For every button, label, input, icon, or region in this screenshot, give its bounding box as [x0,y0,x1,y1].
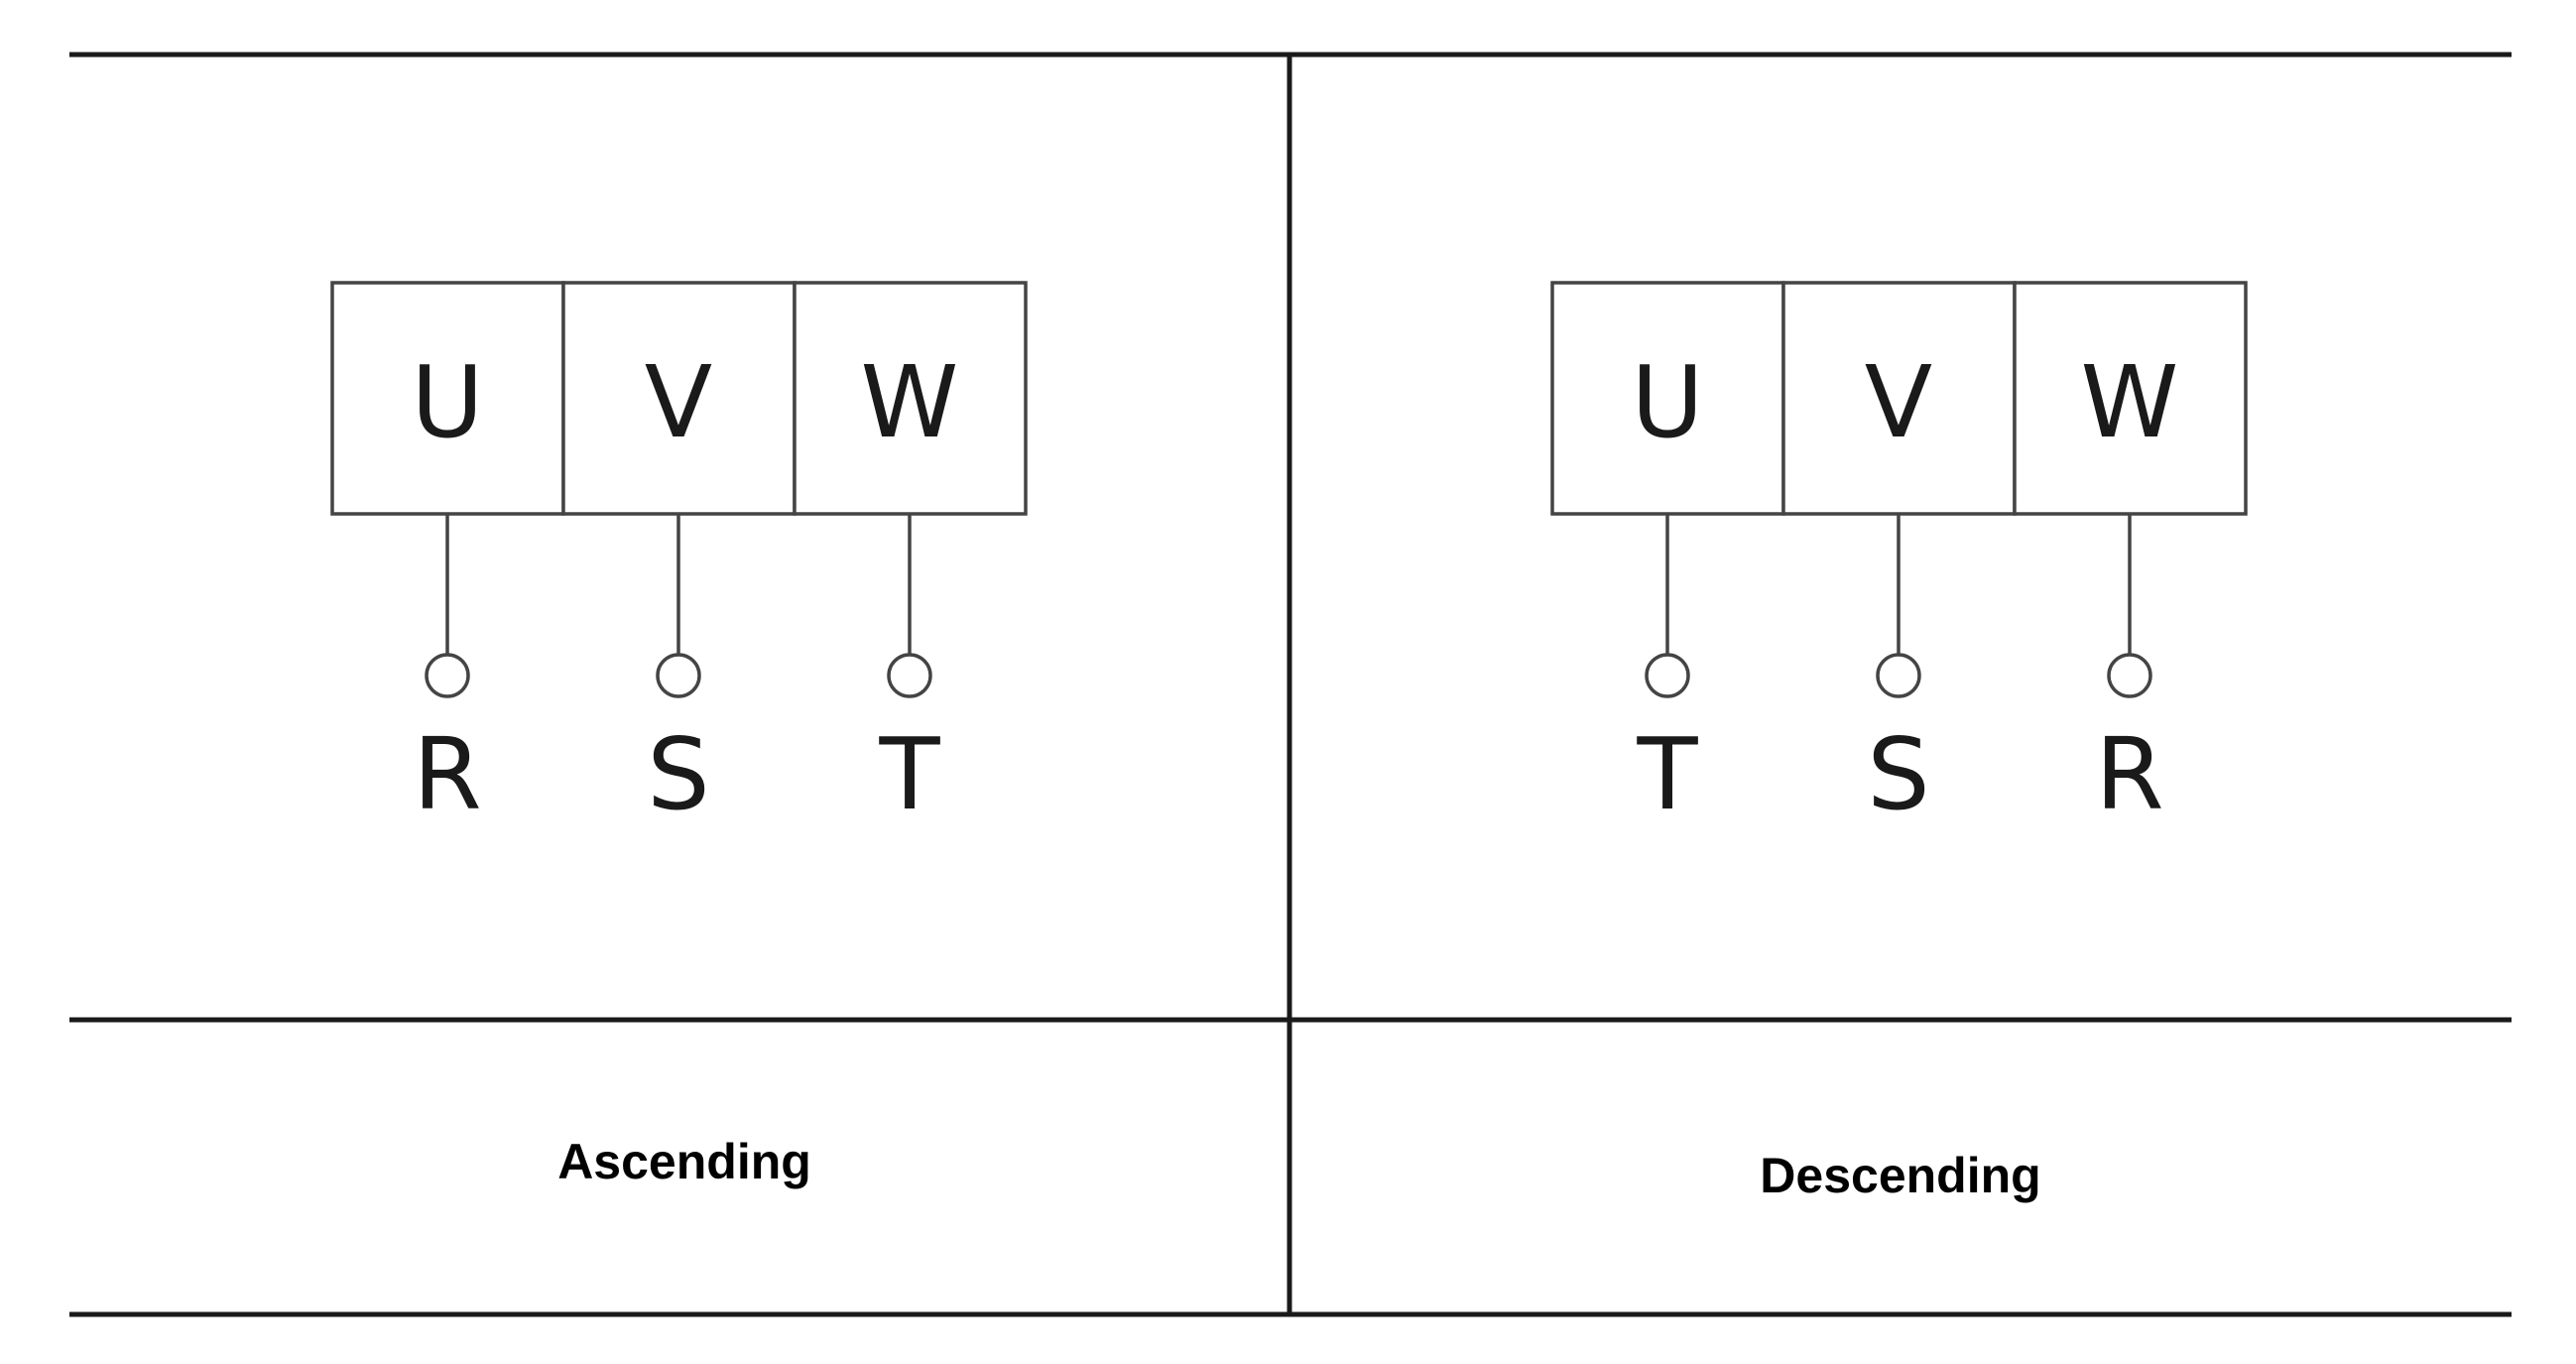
terminal-label-w: W [2081,344,2179,460]
phase-label: R [2095,716,2163,832]
phase-label: T [878,716,940,832]
connection-node [887,653,932,698]
phase-label: R [413,716,481,832]
terminal-box-u [1550,281,1785,516]
phase-label: S [1867,716,1929,832]
terminal-box-w [2013,281,2248,516]
terminal-label-v: V [1865,344,1932,460]
terminal-label-u: U [1631,344,1703,460]
connection-node [1876,653,1921,698]
terminal-label-w: W [861,344,959,460]
connection-node [656,653,701,698]
connection-node [425,653,470,698]
panel-ascending: U V W R S T Ascending [330,281,1028,1189]
phase-label: T [1636,716,1698,832]
supply-leads: T S R [1636,514,2164,832]
terminal-label-v: V [645,344,712,460]
caption-descending: Descending [1760,1148,2040,1203]
caption-ascending: Ascending [557,1134,811,1189]
connection-node [1645,653,1690,698]
terminal-box-w [793,281,1028,516]
connection-node [2107,653,2152,698]
terminal-box-u [330,281,565,516]
terminal-block: U V W [1550,281,2248,516]
supply-leads: R S T [413,514,940,832]
table-grid [69,52,2512,1317]
panel-descending: U V W T S R Descending [1550,281,2248,1203]
terminal-box-v [1781,281,2017,516]
phase-label: S [647,716,709,832]
terminal-block: U V W [330,281,1028,516]
terminal-label-u: U [411,344,483,460]
